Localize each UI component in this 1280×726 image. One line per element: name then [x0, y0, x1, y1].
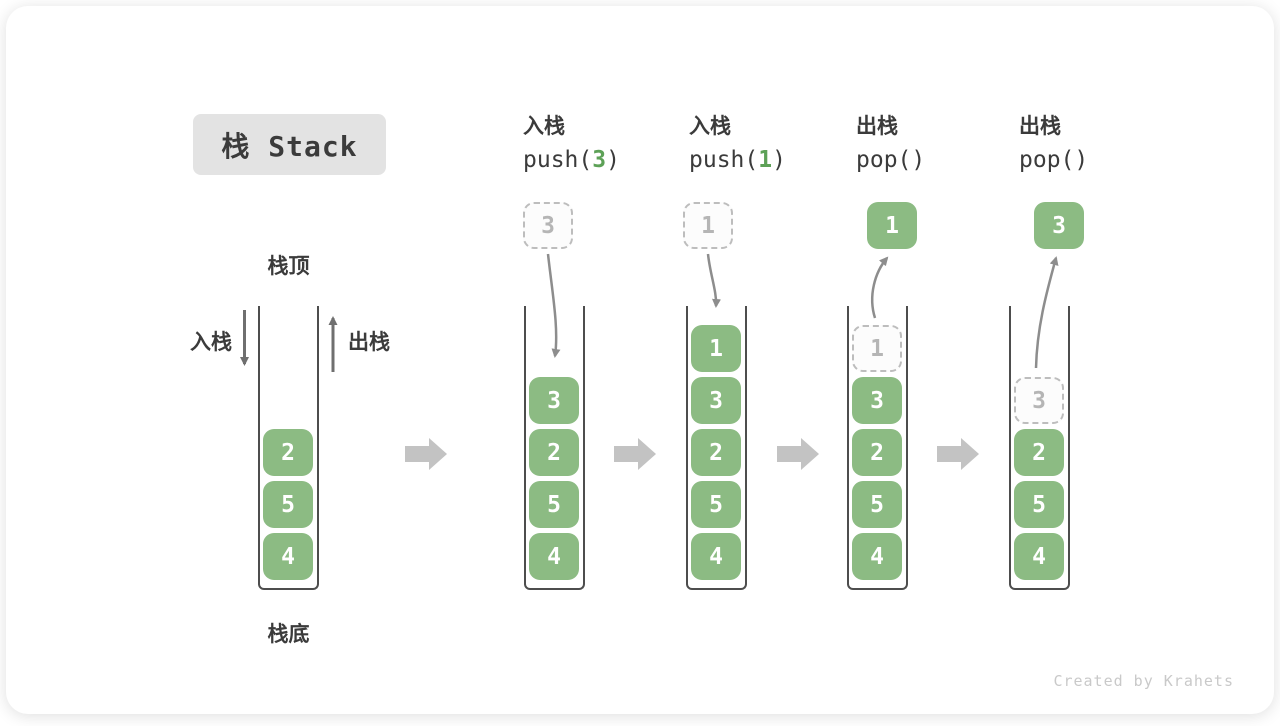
- operation-header-push-1: 入栈 push(1): [689, 110, 786, 173]
- stack-item: 2: [263, 429, 313, 476]
- stack-item: 5: [263, 481, 313, 528]
- operation-header-pop-1: 出栈 pop(): [856, 110, 925, 173]
- step-arrow-icon: [937, 438, 979, 470]
- stack-container-3: [686, 306, 747, 590]
- stack-item: 4: [691, 533, 741, 580]
- stack-item: 5: [691, 481, 741, 528]
- code-text: ): [911, 147, 926, 173]
- stack-bottom-label: 栈底: [267, 622, 310, 646]
- code-argument: 1: [758, 147, 773, 173]
- popped-element-box: 1: [867, 202, 917, 249]
- watermark: Created by Krahets: [1053, 672, 1234, 690]
- stack-container-1: [258, 306, 319, 590]
- operation-header-push-3: 入栈 push(3): [523, 110, 620, 173]
- step-arrow-icon: [405, 438, 447, 470]
- stack-item: 3: [691, 377, 741, 424]
- stack-item: 4: [529, 533, 579, 580]
- stack-item: 5: [1014, 481, 1064, 528]
- stack-item: 2: [852, 429, 902, 476]
- diagram-card: 栈 Stack 入栈 push(3) 入栈 push(1) 出栈 pop() 出…: [6, 6, 1274, 714]
- push-side-label: 入栈: [190, 330, 232, 354]
- stack-item: 1: [691, 325, 741, 372]
- stack-item: 2: [529, 429, 579, 476]
- stack-item: 2: [1014, 429, 1064, 476]
- stack-container-4: [847, 306, 908, 590]
- operation-code: pop(): [1019, 147, 1088, 173]
- stack-item: 4: [1014, 533, 1064, 580]
- removed-element-ghost: 3: [1014, 377, 1064, 424]
- popped-element-box: 3: [1034, 202, 1084, 249]
- stack-item: 4: [263, 533, 313, 580]
- pop-side-label: 出栈: [348, 330, 390, 354]
- incoming-element-box: 1: [683, 202, 733, 249]
- removed-element-ghost: 1: [852, 325, 902, 372]
- stack-top-label: 栈顶: [267, 254, 310, 278]
- code-text: ): [1074, 147, 1089, 173]
- code-text: push(: [689, 147, 759, 173]
- diagram-title: 栈 Stack: [193, 114, 386, 175]
- step-arrow-icon: [777, 438, 819, 470]
- code-text: pop(: [1019, 147, 1075, 173]
- code-text: ): [606, 147, 620, 173]
- operation-name: 入栈: [523, 114, 565, 138]
- operation-code: pop(): [856, 147, 925, 173]
- step-arrow-icon: [614, 438, 656, 470]
- operation-header-pop-3: 出栈 pop(): [1019, 110, 1088, 173]
- code-argument: 3: [592, 147, 607, 173]
- stack-item: 4: [852, 533, 902, 580]
- operation-name: 出栈: [1019, 114, 1061, 138]
- code-text: push(: [523, 147, 593, 173]
- push-arrow-icon: [706, 253, 721, 308]
- stack-item: 3: [852, 377, 902, 424]
- stack-item: 3: [529, 377, 579, 424]
- operation-code: push(1): [689, 147, 786, 173]
- code-text: pop(: [856, 147, 912, 173]
- operation-name: 出栈: [856, 114, 898, 138]
- incoming-element-box: 3: [523, 202, 573, 249]
- stack-item: 5: [852, 481, 902, 528]
- operation-name: 入栈: [689, 114, 731, 138]
- code-text: ): [772, 147, 786, 173]
- stack-item: 2: [691, 429, 741, 476]
- stack-container-5: [1009, 306, 1070, 590]
- stack-item: 5: [529, 481, 579, 528]
- stack-container-2: [524, 306, 585, 590]
- operation-code: push(3): [523, 147, 620, 173]
